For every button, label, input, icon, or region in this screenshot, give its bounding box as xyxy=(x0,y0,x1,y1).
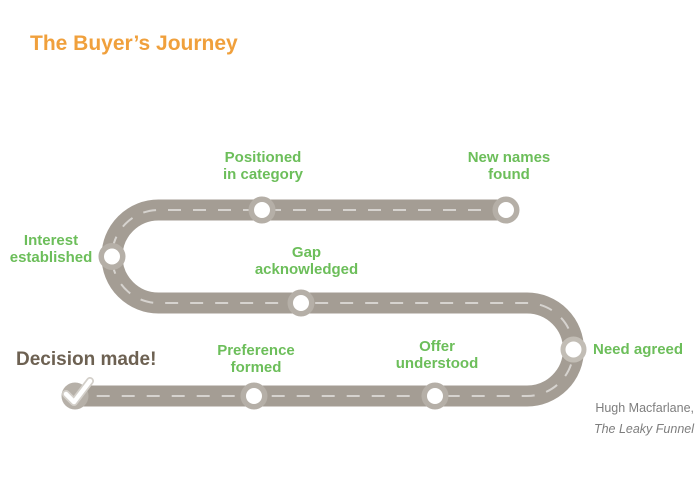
milestone-label-gap-acknowledged: Gap acknowledged xyxy=(254,244,359,278)
milestone-label-offer-understood: Offer understood xyxy=(395,338,479,372)
milestone-label-preference-formed: Preference formed xyxy=(217,342,295,376)
milestone-label-positioned-in-category: Positioned in category xyxy=(222,149,304,183)
decision-made-marker xyxy=(61,377,94,410)
road-centerline xyxy=(75,209,575,397)
milestone-dot-positioned-in-category xyxy=(248,196,276,224)
attribution-work-title: The Leaky Funnel xyxy=(593,422,694,436)
milestone-dot-gap-acknowledged xyxy=(287,289,315,317)
milestone-dot-need-agreed xyxy=(560,336,587,363)
milestone-label-need-agreed: Need agreed xyxy=(593,341,684,358)
attribution: Hugh Macfarlane, The Leaky Funnel xyxy=(594,398,694,440)
milestone-dot-interest-established xyxy=(98,243,126,270)
milestone-dot-offer-understood xyxy=(421,382,449,410)
attribution-author: Hugh Macfarlane, xyxy=(595,401,694,415)
milestone-label-decision-made: Decision made! xyxy=(16,349,157,370)
milestone-label-new-names-found: New names found xyxy=(467,149,551,183)
milestone-dot-new-names-found xyxy=(492,196,520,224)
milestone-label-interest-established: Interest established xyxy=(9,232,93,266)
page-title: The Buyer’s Journey xyxy=(30,32,238,55)
milestone-dot-preference-formed xyxy=(240,382,268,410)
checkmark-icon xyxy=(63,378,93,405)
